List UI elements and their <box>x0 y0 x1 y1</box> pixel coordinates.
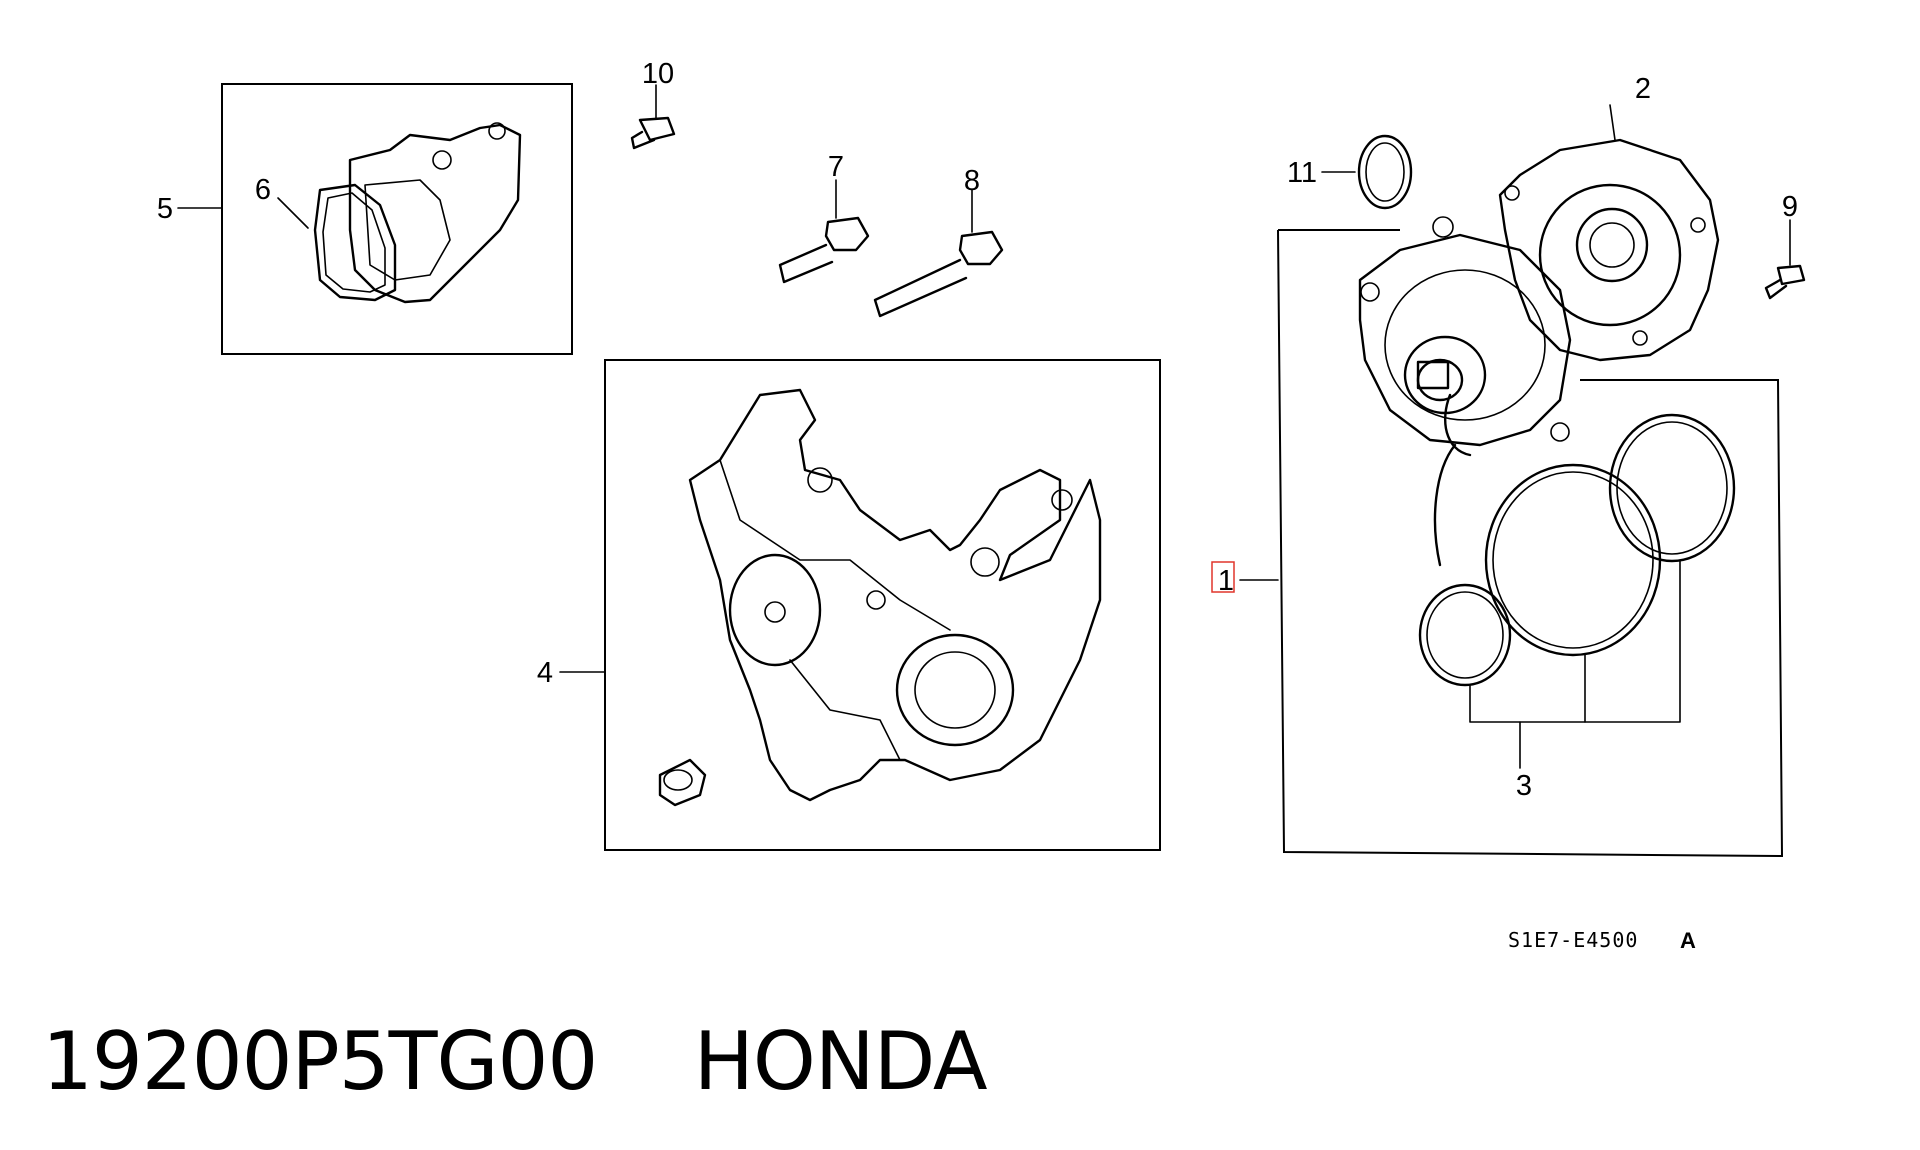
part-1-water-pump-assembly <box>1211 216 1784 858</box>
pump-flange-hole-2 <box>1360 282 1380 302</box>
o-ring-inner <box>1365 142 1405 202</box>
pump-body-ring <box>1384 269 1546 421</box>
leader-2 <box>1609 104 1616 141</box>
pump-flange-hole-3 <box>1550 422 1570 442</box>
part-5-housing-assembly <box>177 83 573 355</box>
bolt-8-shank <box>873 258 968 318</box>
cover-plate-hole <box>1589 222 1635 268</box>
bolt-7-head <box>824 216 870 252</box>
leader-3-bracket <box>1469 559 1681 723</box>
cover-plate-dome <box>1538 183 1682 327</box>
callout-6: 6 <box>255 174 271 206</box>
cover-plate-outline <box>1498 138 1720 362</box>
bolt-9-head <box>1776 264 1806 286</box>
cover-bolt-hole-2 <box>1690 217 1706 233</box>
housing-dowel <box>658 758 707 807</box>
housing-bore-inner <box>914 651 996 729</box>
seal-strip <box>1433 443 1457 567</box>
cover-plate-center <box>1575 207 1649 283</box>
pump-body <box>1358 233 1572 447</box>
pump-flange-hole-1 <box>1432 216 1454 238</box>
part-10-bolt <box>630 84 676 150</box>
housing-bolt-hole-4 <box>970 547 1000 577</box>
housing-port <box>432 150 452 170</box>
o-ring-small-inner <box>1426 591 1504 679</box>
callout-8: 8 <box>964 165 980 197</box>
part-4-pump-housing <box>559 359 1161 851</box>
callout-3: 3 <box>1516 770 1532 802</box>
callout-2: 2 <box>1635 73 1651 105</box>
o-ring-large-inner <box>1492 471 1654 649</box>
bolt-9-shank <box>1764 278 1788 300</box>
housing-pulley-hole <box>764 601 786 623</box>
part-2-cover-plate <box>1498 104 1720 362</box>
part-9-bolt <box>1764 219 1806 300</box>
pump-shaft-hub <box>1416 358 1464 402</box>
reference-suffix: A <box>1680 928 1696 953</box>
bolt-7-shank <box>778 243 834 284</box>
housing-face <box>364 179 451 281</box>
cover-bolt-hole-1 <box>1504 185 1520 201</box>
part-8-bolt <box>873 189 1004 318</box>
part-6-gasket <box>313 183 397 302</box>
housing-outline <box>688 388 1102 802</box>
cover-bolt-hole-3 <box>1632 330 1648 346</box>
part-5-frame <box>221 83 573 355</box>
callout-9: 9 <box>1782 191 1798 223</box>
brand-name: HONDA <box>693 1015 988 1108</box>
part-3-seal-set <box>1418 413 1736 769</box>
pump-shaft <box>1416 360 1450 390</box>
part-caption: 19200P5TG00 HONDA <box>42 1015 988 1115</box>
o-ring-medium <box>1608 413 1736 563</box>
reference-code: S1E7-E4500 <box>1508 928 1638 952</box>
part-4-frame <box>604 359 1161 851</box>
part-11-o-ring <box>1321 134 1413 210</box>
callout-10: 10 <box>642 58 674 90</box>
housing-rib-2 <box>789 659 901 761</box>
bolt-10-shank <box>630 130 656 150</box>
part-6-gasket-inner <box>322 192 386 293</box>
housing-impeller-bore <box>895 633 1015 747</box>
housing-dowel-end <box>663 769 693 791</box>
housing-bolt-hole-2 <box>866 590 886 610</box>
callout-1: 1 <box>1218 565 1234 597</box>
housing-boss <box>488 122 506 140</box>
housing-bolt-hole-1 <box>807 467 833 493</box>
o-ring-large <box>1484 463 1662 657</box>
housing-bolt-hole-3 <box>1051 489 1073 511</box>
bolt-10-head <box>638 116 676 142</box>
housing-pulley-mount <box>728 553 822 667</box>
callout-5: 5 <box>157 193 173 225</box>
callout-4: 4 <box>537 657 553 689</box>
bolt-8-head <box>958 230 1004 266</box>
callout-1-highlight <box>1211 561 1235 593</box>
o-ring-small <box>1418 583 1512 687</box>
housing-rib-1 <box>719 459 951 631</box>
housing-body <box>348 123 522 304</box>
part-number: 19200P5TG00 <box>42 1015 598 1108</box>
o-ring-medium-inner <box>1616 421 1728 555</box>
callout-11: 11 <box>1287 157 1317 189</box>
part-1-frame <box>1277 229 1784 858</box>
callout-7: 7 <box>828 151 844 183</box>
pump-drain <box>1443 393 1472 457</box>
leader-6 <box>277 197 309 229</box>
part-7-bolt <box>778 179 870 284</box>
o-ring-outer <box>1357 134 1413 210</box>
